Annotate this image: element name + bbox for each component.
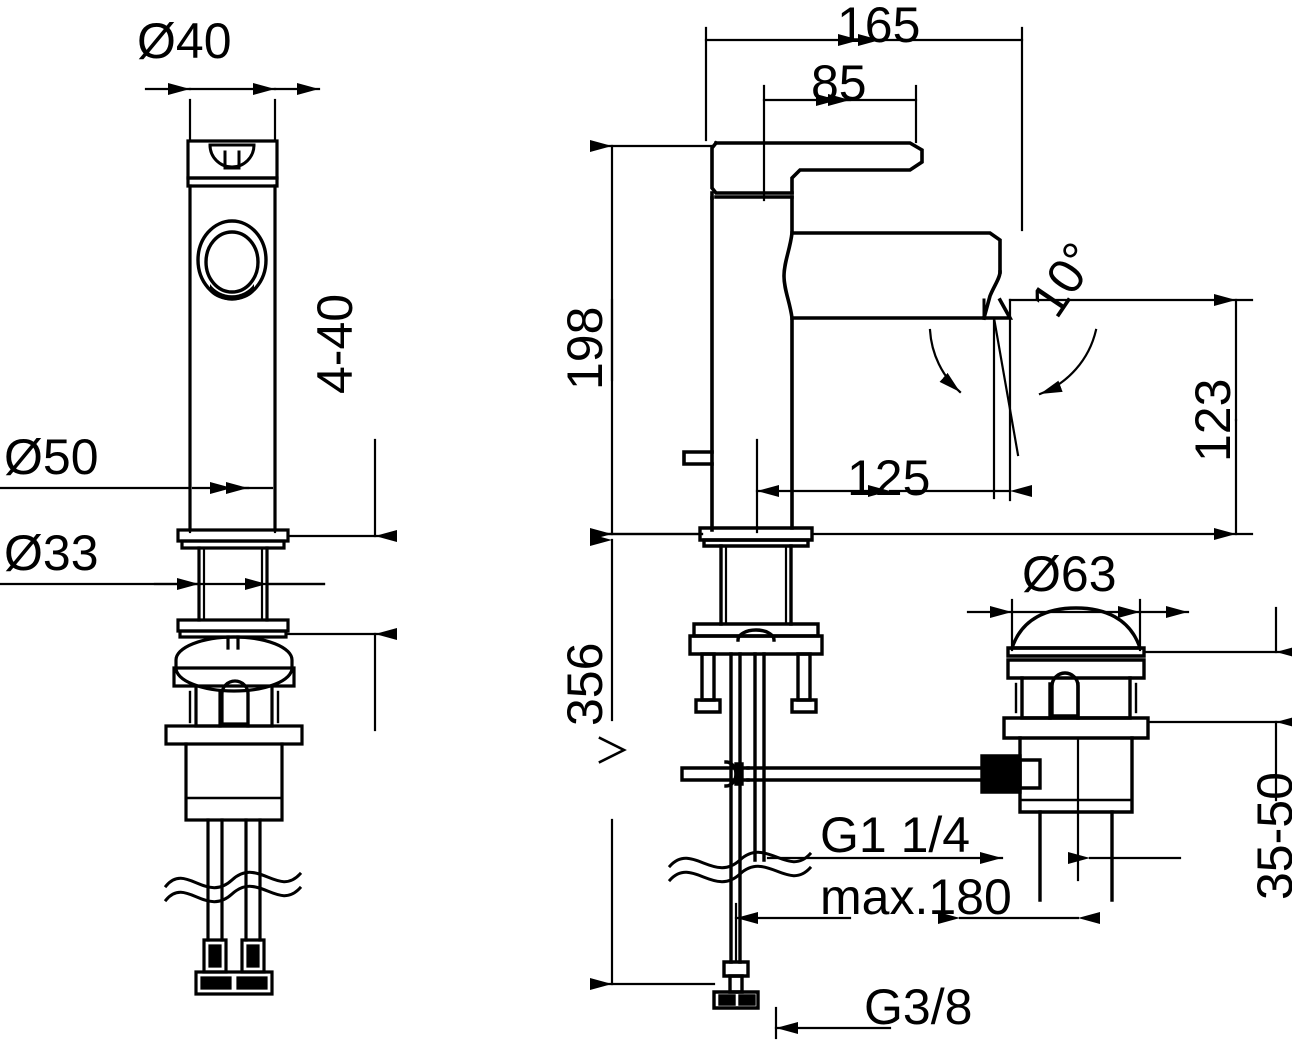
dimension-125: [755, 298, 1032, 534]
side-view-break-line: [667, 850, 813, 884]
dimension-35-50: [1142, 606, 1292, 802]
dimension-label-85: 85: [811, 55, 867, 111]
dimension-dia50: [0, 482, 277, 534]
dimension-label-356: 356: [557, 642, 613, 726]
front-view-mounting-assembly: [164, 528, 304, 996]
dimension-dia40: [144, 83, 321, 143]
dimension-g1-1-4: [766, 736, 1182, 882]
dimension-label-dia63: Ø63: [1022, 546, 1117, 602]
dimension-356: [590, 532, 716, 990]
pop-up-waste-assembly: [980, 606, 1150, 902]
dimension-label-125: 125: [847, 450, 931, 506]
dimension-label-g1-1-4: G1 1/4: [820, 807, 971, 863]
front-view-faucet-body: [186, 139, 279, 532]
dimension-max-180: [734, 902, 1100, 964]
dimension-label-dia40: Ø40: [137, 13, 232, 69]
dimension-label-max-180: max.180: [820, 869, 1012, 925]
dimension-g3-8: [774, 1006, 892, 1040]
dimension-label-198: 198: [557, 306, 613, 390]
front-view-break-line: [163, 870, 303, 904]
dimension-dia63: [966, 598, 1190, 652]
dimension-4-40: [286, 438, 397, 732]
dimension-label-123: 123: [1185, 378, 1241, 462]
dimension-angle-10: [928, 316, 1098, 500]
dimension-165: [704, 26, 1024, 232]
side-view-faucet-body: [682, 140, 1014, 532]
dimension-198: [590, 140, 714, 540]
dimension-label-g3-8: G3/8: [864, 979, 973, 1035]
dimension-85: [762, 84, 918, 202]
side-view-mounting-assembly: [680, 526, 984, 1010]
dimension-label-35-50: 35-50: [1247, 772, 1292, 900]
dimension-label-4-40: 4-40: [307, 293, 363, 394]
dimension-label-165: 165: [837, 0, 921, 53]
dimension-label-dia33: Ø33: [4, 525, 99, 581]
dimension-label-dia50: Ø50: [4, 429, 99, 485]
dimension-123: [810, 294, 1254, 540]
